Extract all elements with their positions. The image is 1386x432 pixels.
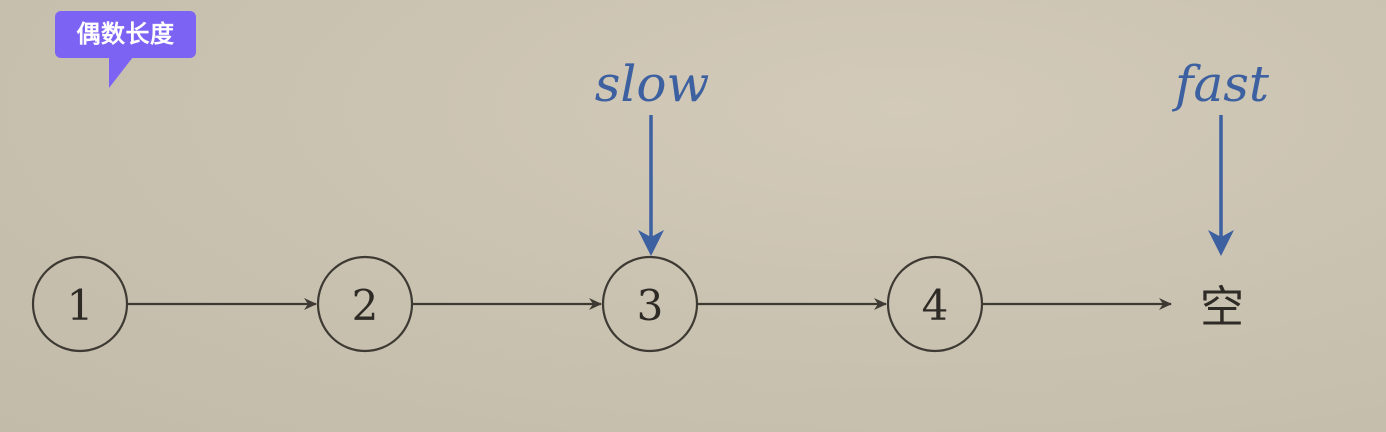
node-2: 2 bbox=[316, 255, 414, 353]
fast-pointer: fast bbox=[1171, 55, 1270, 256]
node-3-label: 3 bbox=[637, 281, 664, 330]
even-length-badge: 偶数长度 bbox=[55, 11, 196, 58]
slow-pointer: slow bbox=[595, 55, 710, 256]
slow-pointer-label: slow bbox=[595, 55, 710, 113]
node-4-label: 4 bbox=[922, 281, 949, 330]
node-2-label: 2 bbox=[352, 281, 379, 330]
badge-pointer-tail bbox=[109, 57, 133, 88]
node-1-label: 1 bbox=[67, 281, 94, 330]
node-1: 1 bbox=[31, 255, 129, 353]
fast-pointer-label: fast bbox=[1171, 55, 1270, 113]
node-4: 4 bbox=[886, 255, 984, 353]
slow-pointer-arrowhead bbox=[638, 230, 664, 256]
node-3: 3 bbox=[601, 255, 699, 353]
null-label: 空 bbox=[1200, 282, 1244, 333]
fast-pointer-arrowhead bbox=[1208, 230, 1234, 256]
